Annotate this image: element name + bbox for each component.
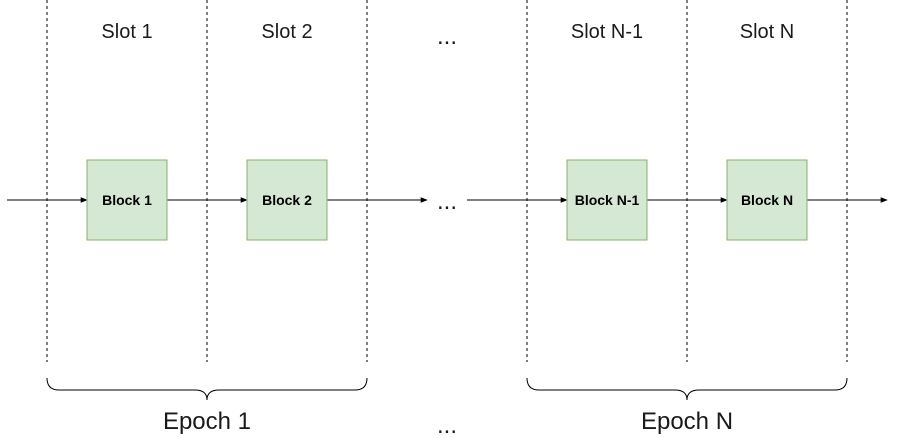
epoch-label-n: Epoch N bbox=[641, 408, 733, 435]
slot-label-1: Slot 1 bbox=[101, 21, 152, 43]
block-box bbox=[566, 159, 648, 241]
epoch-n-brace bbox=[526, 377, 848, 401]
block-label: Block 1 bbox=[102, 192, 152, 208]
chain-ellipsis: ... bbox=[437, 188, 457, 215]
slot-label-n-minus-1: Slot N-1 bbox=[571, 21, 643, 43]
slot-label-2: Slot 2 bbox=[261, 21, 312, 43]
epoch-1-brace bbox=[46, 377, 368, 401]
epoch-ellipsis: ... bbox=[437, 412, 457, 439]
block-box bbox=[726, 159, 808, 241]
block-n-minus-1: Block N-1 bbox=[566, 159, 648, 241]
block-2: Block 2 bbox=[246, 159, 328, 241]
block-label: Block 2 bbox=[262, 192, 312, 208]
slot-label-n: Slot N bbox=[740, 21, 794, 43]
block-box bbox=[246, 159, 328, 241]
block-1: Block 1 bbox=[86, 159, 168, 241]
block-label: Block N bbox=[741, 192, 793, 208]
epoch-label-1: Epoch 1 bbox=[163, 408, 251, 435]
block-label: Block N-1 bbox=[575, 192, 640, 208]
block-box bbox=[86, 159, 168, 241]
slot-ellipsis: ... bbox=[437, 23, 457, 50]
block-n: Block N bbox=[726, 159, 808, 241]
